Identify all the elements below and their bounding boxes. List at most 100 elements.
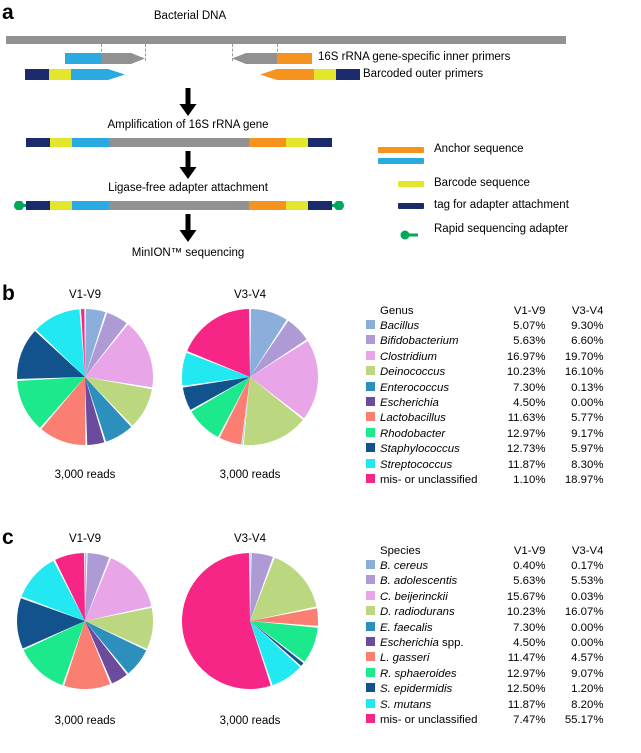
genus-v1v9-2: 16.97%: [506, 350, 546, 363]
species-swatch-6: [366, 651, 380, 666]
outer-primer-forward: [25, 69, 125, 80]
flow-arrow-3: [179, 214, 197, 242]
genus-v1v9-4: 7.30%: [513, 381, 546, 394]
species-name-3: D. radiodurans: [380, 606, 455, 619]
genus-v1v9-3: 10.23%: [506, 366, 546, 379]
pie-slice-7: [23, 621, 85, 686]
pie-slice-0: [85, 309, 106, 377]
species-v3v4-3: 16.07%: [564, 606, 604, 619]
pie-slice-5: [85, 621, 127, 684]
species-swatch-0: [366, 559, 380, 574]
legend-a-item-1: Barcode sequence: [378, 177, 638, 203]
species-name-2: C. beijerinckii: [380, 590, 448, 603]
step-adapter-attachment-label: Ligase-free adapter attachment: [108, 182, 268, 194]
guide-line-right-1: [232, 44, 233, 61]
pie-slice-0: [250, 309, 287, 377]
species-swatch-8: [366, 682, 380, 697]
pie-slice-10: [187, 309, 250, 377]
pie-chart-genus-v1v9: [15, 307, 155, 447]
panel-b-chart-1-reads: 3,000 reads: [54, 469, 116, 481]
legend-a-label-3: Rapid sequencing adapter: [434, 223, 569, 235]
pie-slice-2: [250, 341, 318, 419]
genus-v3v4-1: 6.60%: [571, 335, 604, 348]
legend-a-label-1: Barcode sequence: [434, 177, 530, 189]
pie-slice-4: [85, 377, 132, 442]
pie-slice-8: [17, 331, 85, 380]
legend-a-item-3: Rapid sequencing adapter: [378, 223, 638, 249]
genus-v1v9-10: 1.10%: [513, 474, 546, 487]
pie-slice-2: [85, 558, 152, 621]
species-v1v9-6: 11.47%: [507, 652, 546, 665]
genus-name-4: Enterococcus: [380, 381, 450, 394]
pie-slice-7: [17, 377, 85, 428]
pie-slice-9: [21, 560, 85, 621]
species-header-1: V1-V9: [513, 545, 546, 557]
amplicon-construct: [26, 138, 332, 147]
species-header-2: V3-V4: [571, 545, 604, 557]
genus-name-7: Rhodobacter: [380, 427, 446, 440]
species-name-10: mis- or unclassified: [380, 714, 478, 727]
step-amplification-label: Amplification of 16S rRNA gene: [107, 119, 269, 131]
species-v3v4-7: 9.07%: [571, 667, 604, 680]
species-v3v4-10: 55.17%: [564, 714, 604, 727]
panel-c-chart-1-reads: 3,000 reads: [54, 715, 116, 727]
species-name-6: L. gasseri: [380, 652, 430, 665]
pie-slice-4: [242, 377, 250, 445]
species-swatch-10: [366, 713, 380, 728]
species-v3v4-5: 0.00%: [571, 637, 604, 650]
genus-v3v4-0: 9.30%: [571, 320, 604, 332]
genus-v3v4-8: 5.97%: [571, 443, 604, 456]
genus-swatch-9: [366, 458, 380, 473]
inner-primer-reverse: [232, 53, 312, 64]
pie-chart-genus-v3v4: [180, 307, 320, 447]
pie-slice-6: [64, 621, 111, 689]
species-swatch-9: [366, 698, 380, 713]
genus-swatch-4: [366, 381, 380, 396]
pie-slice-8: [250, 621, 304, 666]
pie-slice-1: [85, 312, 127, 377]
panel-b-chart-2-reads: 3,000 reads: [219, 469, 281, 481]
species-v3v4-6: 4.57%: [571, 652, 604, 665]
genus-v1v9-8: 12.73%: [506, 443, 546, 456]
rapid-adapter-dot-left: [14, 201, 24, 210]
pie-chart-species-v3v4: [180, 551, 320, 691]
genus-v3v4-2: 19.70%: [564, 350, 604, 363]
species-v3v4-2: 0.03%: [571, 590, 604, 603]
panel-c-letter: c: [2, 526, 14, 549]
genus-name-0: Bacillus: [380, 320, 420, 332]
bar-navy-icon: [398, 203, 424, 210]
species-v1v9-4: 7.30%: [513, 621, 546, 634]
genus-swatch-10: [366, 473, 380, 488]
genus-swatch-5: [366, 396, 380, 411]
species-swatch-3: [366, 605, 380, 620]
genus-swatch-8: [366, 442, 380, 457]
two-bar-orange-blue-icon: [378, 147, 424, 167]
species-name-9: S. mutans: [380, 698, 432, 711]
pie-slice-3: [243, 377, 303, 445]
panel-c-species-composition: c V1-V9 V3-V4 3,000 reads 3,000 reads Sp…: [0, 527, 641, 753]
genus-name-3: Deinococcus: [380, 366, 446, 379]
genus-v1v9-7: 12.97%: [506, 427, 546, 440]
species-v1v9-9: 11.87%: [507, 698, 546, 711]
genus-swatch-3: [366, 365, 380, 380]
species-v3v4-8: 1.20%: [571, 683, 604, 696]
legend-a-item-0: Anchor sequence: [378, 143, 638, 169]
rapid-adapter-dot-right: [334, 201, 344, 210]
inner-primers-annotation: 16S rRNA gene-specific inner primers: [318, 51, 511, 63]
pie-slice-5: [85, 377, 105, 445]
genus-name-9: Streptococcus: [380, 458, 453, 471]
flow-arrow-2: [179, 151, 197, 179]
pie-slice-9: [36, 309, 85, 377]
species-name-4: E. faecalis: [380, 621, 433, 634]
pie-slice-7: [191, 377, 250, 437]
species-name-7: R. sphaeroides: [380, 667, 457, 680]
